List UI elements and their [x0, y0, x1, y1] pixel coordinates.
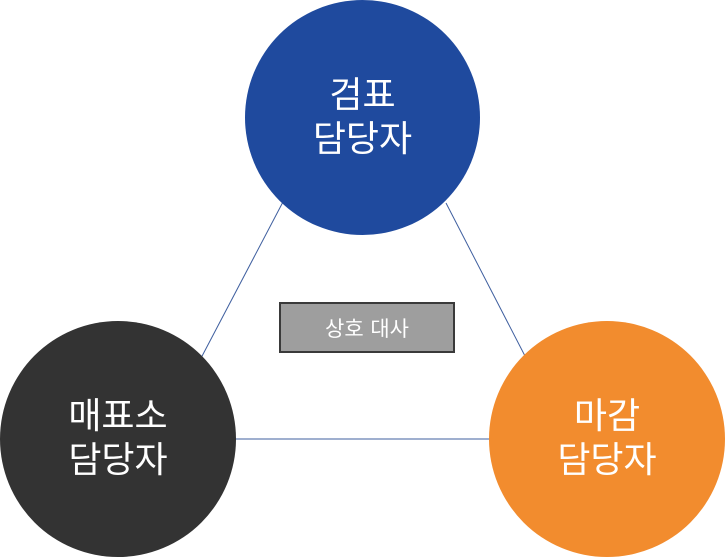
node-ticket-inspector: 검표 담당자 [245, 0, 480, 235]
node-ticket-office-line2: 담당자 [68, 440, 168, 481]
node-closing-line1: 마감 [573, 396, 641, 437]
node-closing: 마감 담당자 [489, 321, 725, 557]
connector-top-right [445, 202, 526, 357]
node-ticket-inspector-line2: 담당자 [312, 118, 413, 160]
node-ticket-office: 매표소 담당자 [0, 321, 236, 557]
mutual-reconciliation-label: 상호 대사 [325, 316, 409, 341]
connector-top-left [199, 199, 285, 361]
node-ticket-office-line1: 매표소 [68, 396, 168, 437]
mutual-reconciliation-box: 상호 대사 [279, 302, 455, 353]
node-ticket-inspector-line1: 검표 [329, 74, 396, 116]
node-closing-line2: 담당자 [557, 440, 657, 481]
